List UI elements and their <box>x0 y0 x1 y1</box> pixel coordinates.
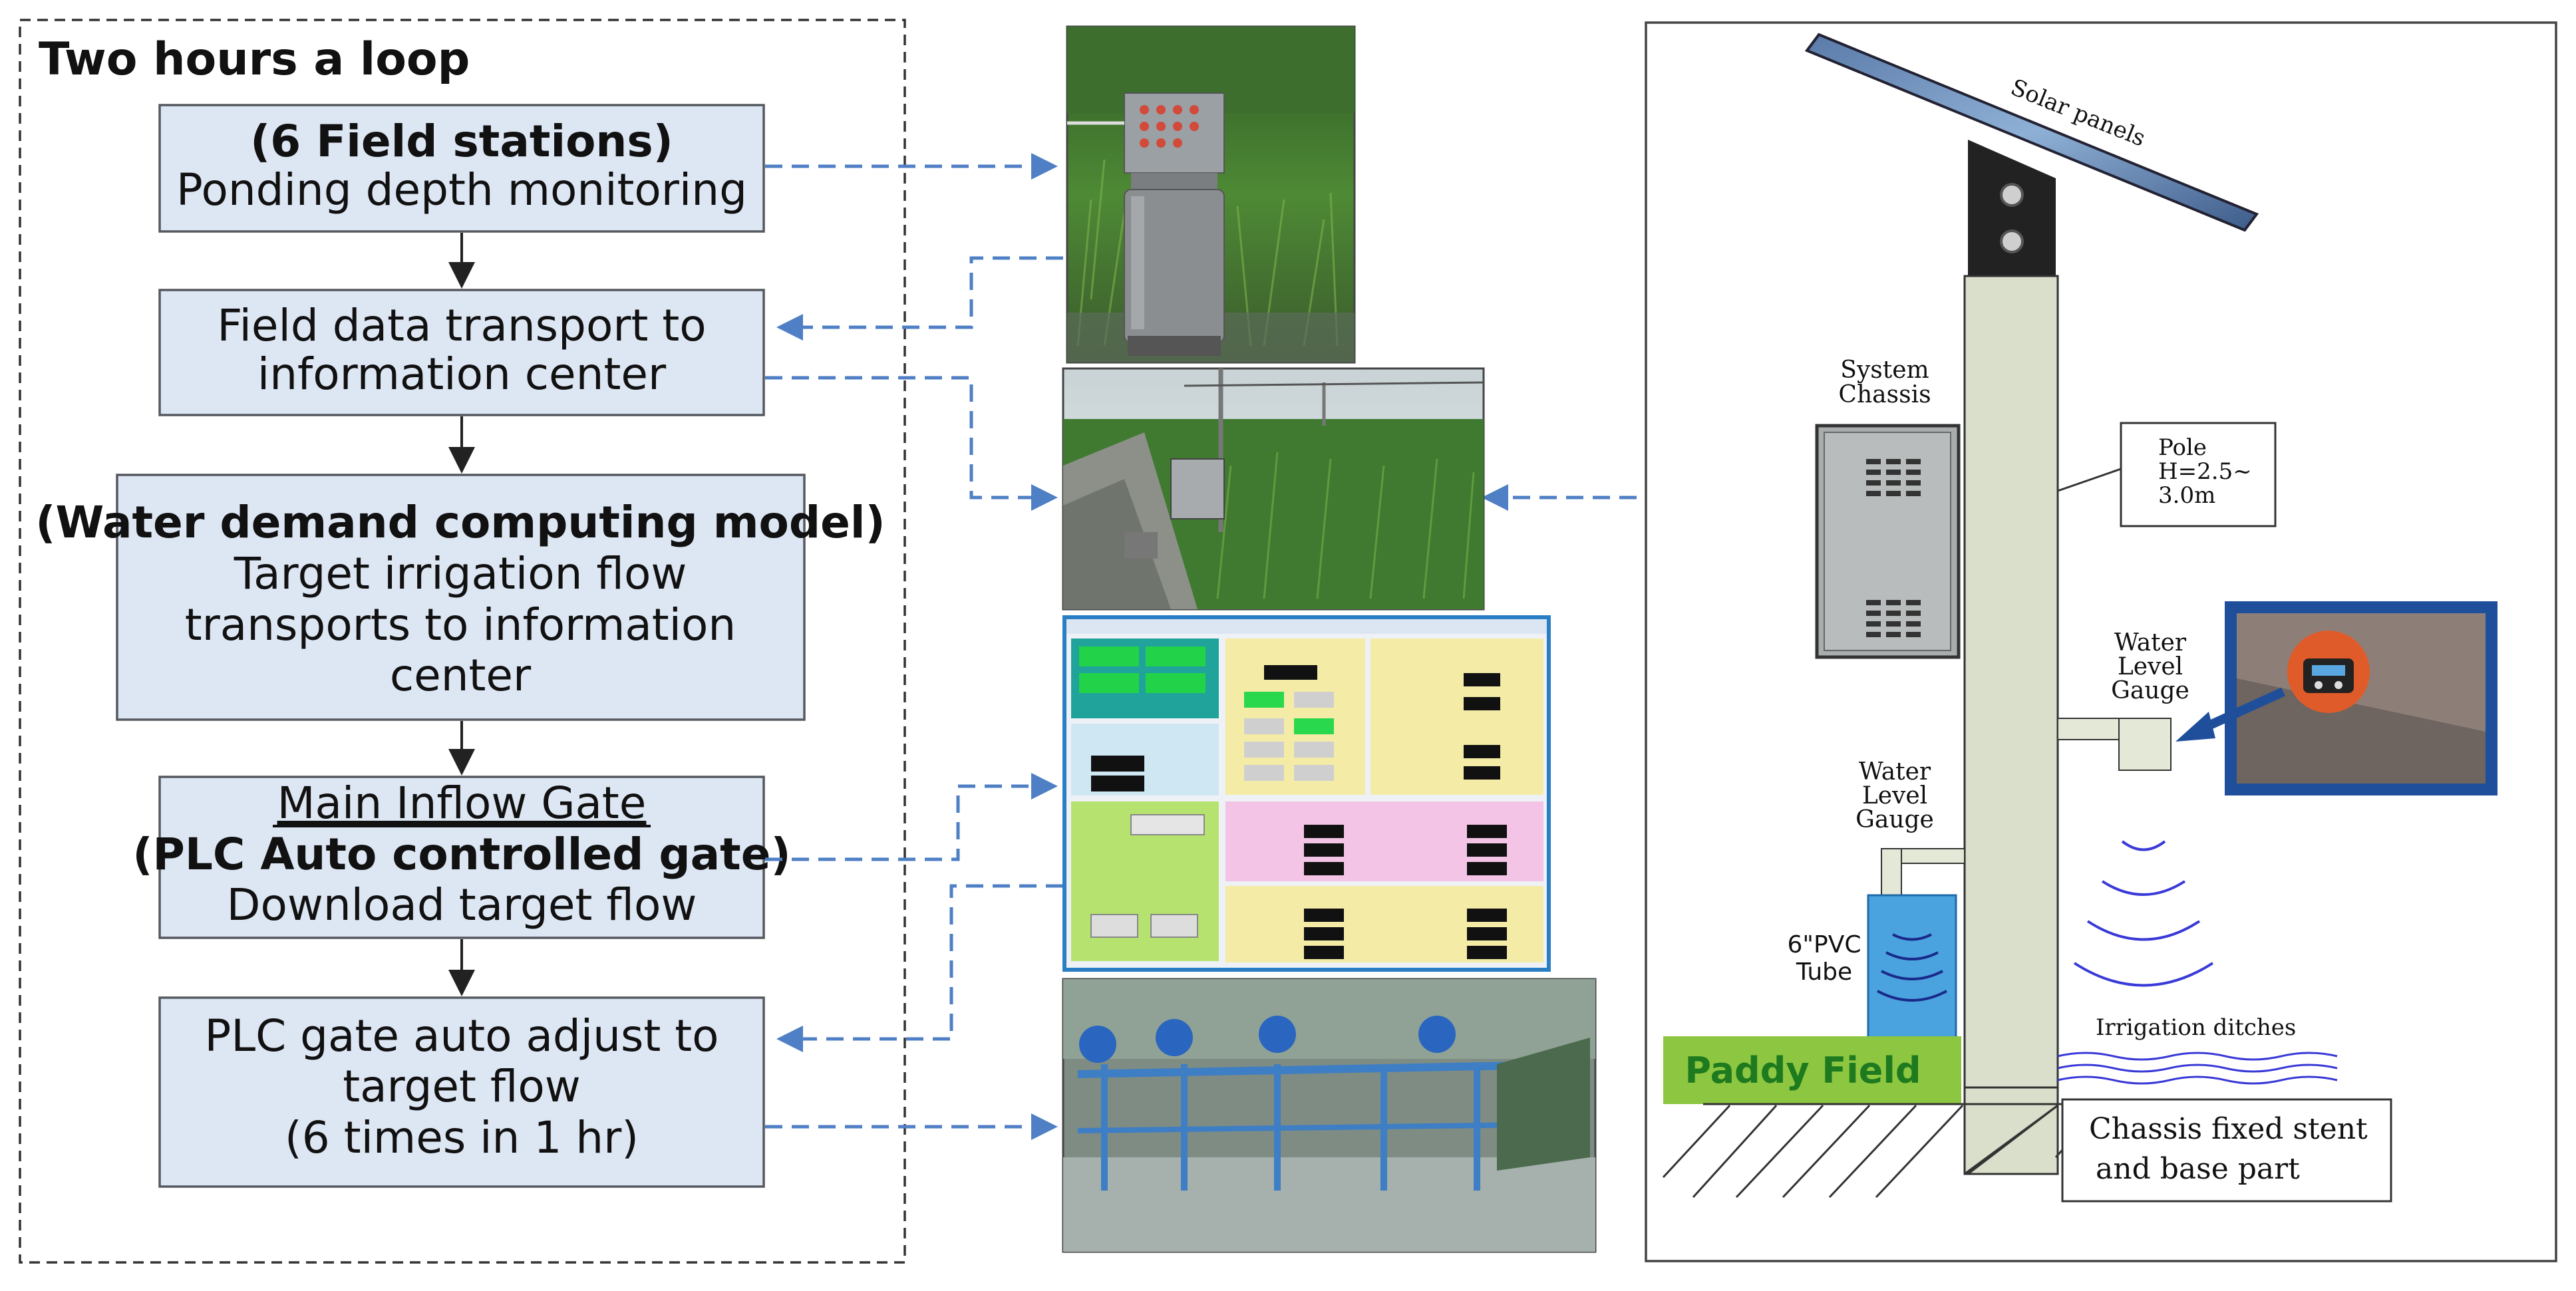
paddy-field-label: Paddy Field <box>1685 1050 1921 1091</box>
lower-gauge-head <box>1881 848 1902 901</box>
irrigation-ditches-label: Irrigation ditches <box>2096 1014 2296 1041</box>
dashed-connectors <box>765 153 1637 1140</box>
lower-gauge-label-2: Level <box>1862 782 1927 809</box>
flow-box-5-line-3: (6 times in 1 hr) <box>285 1112 639 1163</box>
control-software-screenshot <box>1062 615 1551 972</box>
flow-box-4-line-1: Main Inflow Gate <box>277 778 647 829</box>
flow-box-1-line-1: (6 Field stations) <box>250 116 673 167</box>
pole <box>1963 275 2059 1175</box>
flow-box-3-line-2: Target irrigation flow <box>234 548 687 599</box>
chassis-stent-label-box <box>2061 1098 2392 1203</box>
paddy-field-band <box>1663 1036 1961 1104</box>
pole-label-2: H=2.5~ <box>2158 458 2252 485</box>
connector-box2-to-photo2 <box>765 376 1058 511</box>
paddy-station-photo <box>1062 367 1485 611</box>
system-chassis-label-2: Chassis <box>1838 381 1931 408</box>
flow-box-1: (6 Field stations) Ponding depth monitor… <box>158 104 765 233</box>
flow-box-2-line-1: Field data transport to <box>217 300 706 351</box>
flow-box-4-line-3: Download target flow <box>227 879 697 931</box>
pole-label-3: 3.0m <box>2158 482 2215 509</box>
station-schematic: Solar panels System Chassis Pole H=2.5~ <box>1645 21 2557 1262</box>
pvc-tube-label-2: Tube <box>1796 958 1852 986</box>
chassis-vent-top <box>1866 459 1921 496</box>
pvc-tube-waves <box>1877 933 1947 1002</box>
chassis-vent-bottom <box>1866 600 1921 637</box>
flow-box-5-line-1: PLC gate auto adjust to <box>205 1010 719 1062</box>
pole-base <box>1963 1086 2059 1175</box>
flow-box-5-line-2: target flow <box>343 1061 581 1112</box>
connector-software-to-box5 <box>776 884 1063 1052</box>
pole-bracket <box>1968 140 2056 276</box>
flow-box-2: Field data transport to information cent… <box>158 289 765 416</box>
flow-box-3-line-1: (Water demand computing model) <box>35 497 885 548</box>
flow-box-4-line-2: (PLC Auto controlled gate) <box>132 829 790 880</box>
bracket-bolt-1 <box>2000 183 2024 207</box>
system-chassis-label-1: System <box>1840 357 1929 384</box>
lower-gauge-label-1: Water <box>1859 758 1931 786</box>
flow-box-1-line-2: Ponding depth monitoring <box>176 164 747 215</box>
connector-box4-to-software <box>765 773 1058 861</box>
flow-box-3: (Water demand computing model) Target ir… <box>35 474 886 721</box>
upper-gauge-label-3: Gauge <box>2111 677 2189 704</box>
loop-label: Two hours a loop <box>39 33 470 86</box>
ditch-water-lines <box>2057 1052 2338 1085</box>
pole-label-box <box>2120 422 2277 527</box>
loop-container: Two hours a loop <box>19 19 906 1264</box>
flow-box-3-line-3: transports to information <box>185 599 736 650</box>
bracket-bolt-2 <box>2000 229 2024 253</box>
connector-photo1-to-box2 <box>776 256 1063 341</box>
pvc-tube-label-1: 6"PVC <box>1788 931 1861 958</box>
upper-gauge-label-1: Water <box>2114 629 2187 656</box>
pvc-tube <box>1867 894 1957 1054</box>
flow-box-2-line-2: information center <box>257 349 667 400</box>
lower-gauge-label-3: Gauge <box>1855 806 1934 833</box>
solar-panel <box>1804 33 2259 232</box>
upper-gauge-label-2: Level <box>2118 653 2183 680</box>
upper-gauge-body <box>2118 718 2172 771</box>
pole-label-1: Pole <box>2158 434 2207 461</box>
radar-waves <box>2073 840 2214 987</box>
inflow-gate-photo <box>1062 978 1597 1253</box>
chassis-stent-label-2: and base part <box>2096 1152 2300 1186</box>
field-station-photo <box>1066 25 1356 364</box>
flow-box-3-line-4: center <box>390 650 532 701</box>
chassis-stent-label-1: Chassis fixed stent <box>2089 1112 2368 1146</box>
flow-box-5: PLC gate auto adjust to target flow (6 t… <box>158 996 765 1188</box>
flow-box-4: Main Inflow Gate (PLC Auto controlled ga… <box>132 776 791 939</box>
